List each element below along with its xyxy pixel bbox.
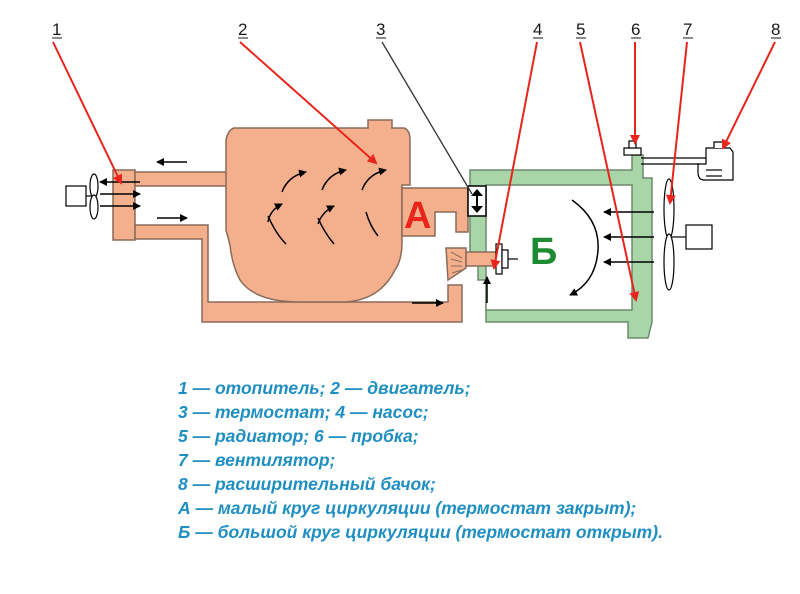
legend-line-2: 3 — термостат; 4 — насос; [178,402,429,422]
leader-3 [381,41,473,195]
pump-body [445,247,467,282]
callout-4: 4 [533,20,542,39]
leader-1 [52,41,123,185]
legend-line-6: А — малый круг циркуляции (термостат зак… [178,498,637,518]
leader-4 [490,41,538,270]
leader-2 [239,41,378,165]
flow-arrows [99,158,654,307]
label-small-circuit: А [404,195,431,237]
leader-lines [52,41,776,302]
callout-1: 1 [52,20,61,39]
callout-7: 7 [683,20,692,39]
leader-5 [579,41,640,302]
radiator-cap [623,140,706,165]
thermostat [467,185,487,217]
engine-circuit [112,119,497,323]
leader-8 [722,41,776,150]
legend-line-7: Б — большой круг циркуляции (термостат о… [178,522,663,542]
legend: 1 — отопитель; 2 — двигатель; 3 — термос… [178,376,663,544]
leader-7 [665,41,688,205]
heater-core [112,169,136,241]
callout-numbers: 1 2 3 4 5 6 7 8 [52,20,780,39]
callout-8: 8 [771,20,780,39]
engine-block [225,119,411,303]
legend-line-4: 7 — вентилятор; [178,450,336,470]
legend-line-5: 8 — расширительный бачок; [178,474,436,494]
callout-2: 2 [238,20,247,39]
radiator-core [485,184,633,311]
heater-fan [65,173,99,220]
callout-5: 5 [576,20,585,39]
callout-6: 6 [631,20,640,39]
legend-line-3: 5 — радиатор; 6 — пробка; [178,426,419,446]
expansion-tank [697,141,734,181]
label-big-circuit: Б [530,231,557,273]
legend-line-1: 1 — отопитель; 2 — двигатель; [178,378,471,398]
heater-top-pipe [134,171,228,187]
callout-3: 3 [376,20,385,39]
pump-outlet [465,251,497,267]
pump-impeller [450,251,463,274]
